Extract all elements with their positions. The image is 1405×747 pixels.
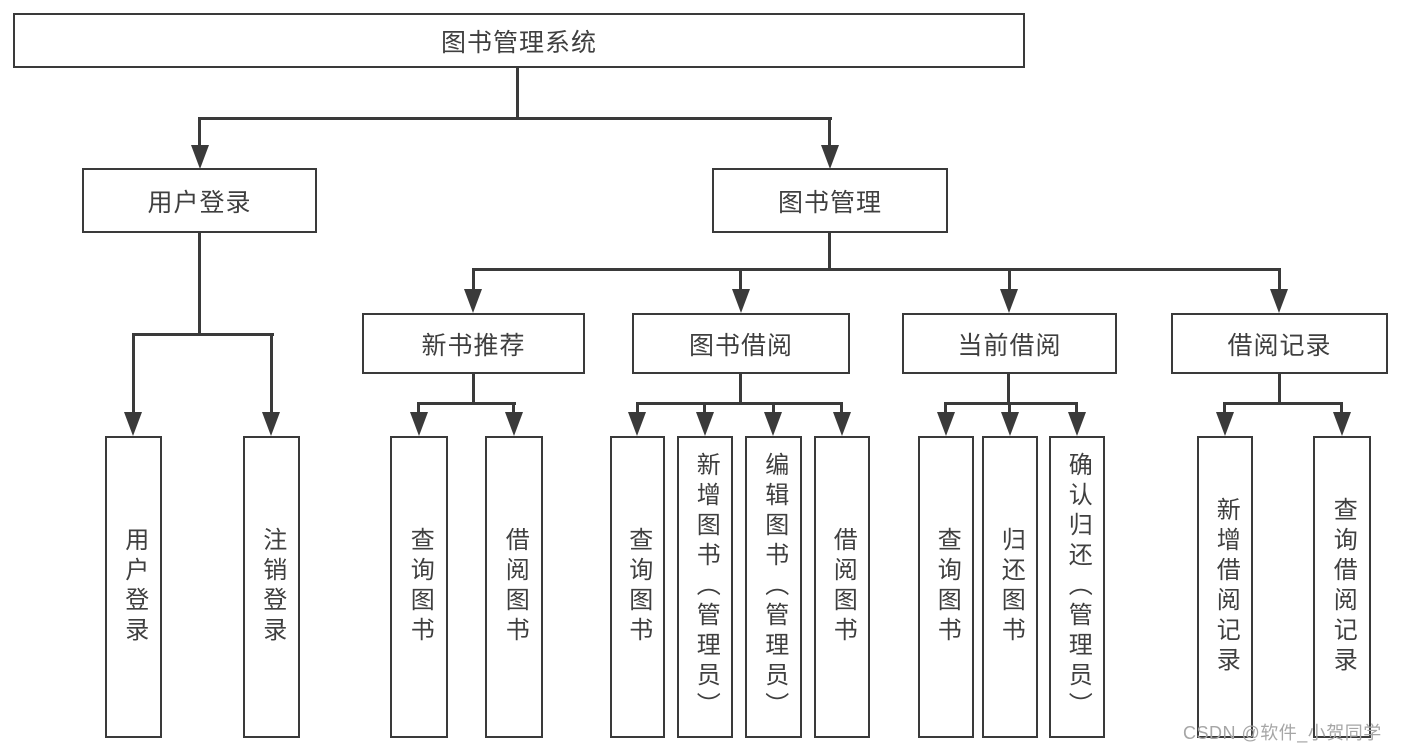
leaf-bb-query-books: 查询图书 [610,436,665,738]
connector-line [516,68,519,120]
connector-line [944,402,947,412]
csdn-watermark: CSDN @软件_小贺同学 [1183,723,1382,743]
node-label: 查询图书 [933,527,961,647]
connector-line [198,233,201,335]
leaf-cb-confirm-return-admin: 确认归还（管理员） [1049,436,1105,738]
arrow-down-icon [937,412,955,436]
connector-line [198,117,832,120]
connector-line [944,402,1078,405]
arrow-down-icon [833,412,851,436]
node-label: 编辑图书（管理员） [760,452,788,722]
arrow-down-icon [1068,412,1086,436]
arrow-down-icon [1216,412,1234,436]
node-label: 查询图书 [406,527,434,647]
node-label: 当前借阅 [957,331,1062,360]
node-user-login: 用户登录 [82,168,317,233]
node-book-management: 图书管理 [712,168,948,233]
node-label: 图书管理 [777,188,882,217]
connector-line [1008,402,1011,412]
connector-line [636,402,639,412]
node-label: 用户登录 [147,188,252,217]
leaf-logout: 注销登录 [243,436,300,738]
connector-line [512,402,515,412]
connector-line [417,402,516,405]
arrow-down-icon [1333,412,1351,436]
connector-line [472,374,475,405]
leaf-br-add-record: 新增借阅记录 [1197,436,1253,738]
connector-line [1075,402,1078,412]
node-label: 注销登录 [258,527,286,647]
node-borrow-records: 借阅记录 [1171,313,1388,374]
node-label: 新增图书（管理员） [692,452,720,722]
connector-line [828,233,831,270]
node-library-management-system: 图书管理系统 [13,13,1025,68]
leaf-nbr-query-books: 查询图书 [390,436,448,738]
node-label: 查询借阅记录 [1329,497,1357,677]
arrow-down-icon [628,412,646,436]
leaf-user-login: 用户登录 [105,436,162,738]
connector-line [739,268,742,289]
node-label: 确认归还（管理员） [1064,452,1092,722]
node-label: 借阅图书 [829,527,857,647]
arrow-down-icon [1000,289,1018,313]
arrow-down-icon [764,412,782,436]
connector-line [840,402,843,412]
connector-line [132,333,274,336]
leaf-bb-borrow-books: 借阅图书 [814,436,870,738]
node-label: 用户登录 [120,527,148,647]
arrow-down-icon [191,145,209,169]
leaf-cb-return-books: 归还图书 [982,436,1038,738]
arrow-down-icon [505,412,523,436]
node-current-borrowing: 当前借阅 [902,313,1117,374]
leaf-bb-edit-book-admin: 编辑图书（管理员） [745,436,802,738]
connector-line [828,117,831,145]
connector-line [1340,402,1343,412]
connector-line [198,117,201,145]
connector-line [1223,402,1226,412]
arrow-down-icon [821,145,839,169]
connector-line [772,402,775,412]
leaf-br-query-record: 查询借阅记录 [1313,436,1371,738]
arrow-down-icon [732,289,750,313]
connector-line [472,268,475,289]
connector-line [739,374,742,405]
arrow-down-icon [1270,289,1288,313]
node-label: 归还图书 [997,527,1025,647]
node-label: 新书推荐 [421,331,526,360]
node-new-book-recommend: 新书推荐 [362,313,585,374]
connector-line [1007,374,1010,405]
connector-line [472,268,1281,271]
node-book-borrowing: 图书借阅 [632,313,850,374]
connector-line [417,402,420,412]
connector-line [132,333,135,412]
arrow-down-icon [262,412,280,436]
node-label: 借阅记录 [1227,331,1332,360]
connector-line [1223,402,1343,405]
arrow-down-icon [464,289,482,313]
node-label: 图书管理系统 [440,28,597,57]
connector-line [636,402,843,405]
arrow-down-icon [410,412,428,436]
connector-line [1278,374,1281,405]
node-label: 图书借阅 [688,331,793,360]
connector-line [703,402,706,412]
connector-line [1008,268,1011,289]
arrow-down-icon [124,412,142,436]
arrow-down-icon [1001,412,1019,436]
node-label: 借阅图书 [501,527,529,647]
leaf-nbr-borrow-books: 借阅图书 [485,436,543,738]
leaf-cb-query-books: 查询图书 [918,436,974,738]
connector-line [1278,268,1281,289]
leaf-bb-add-book-admin: 新增图书（管理员） [677,436,733,738]
arrow-down-icon [696,412,714,436]
connector-line [270,333,273,412]
node-label: 查询图书 [624,527,652,647]
node-label: 新增借阅记录 [1212,497,1240,677]
